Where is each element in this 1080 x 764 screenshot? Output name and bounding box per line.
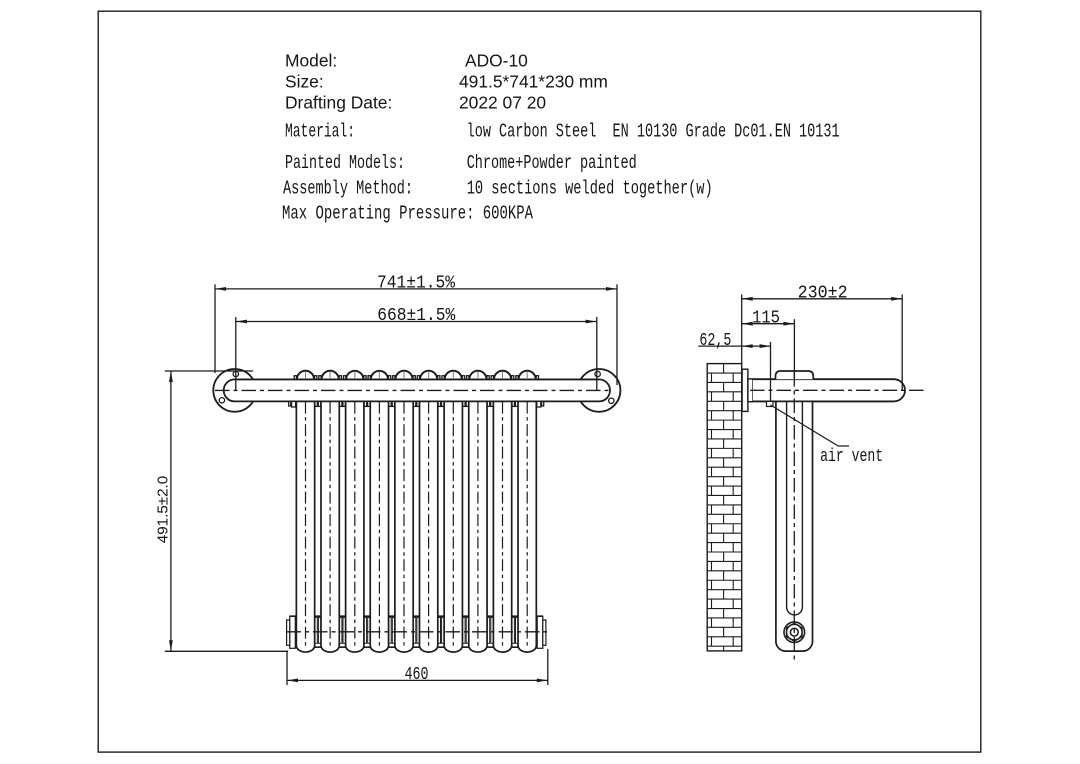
svg-text:Size:: Size: [285,72,324,92]
svg-text:668±1.5%: 668±1.5% [377,306,455,326]
svg-text:230±2: 230±2 [798,284,848,304]
svg-text:Assembly Method:: Assembly Method: [283,178,413,200]
svg-text:low Carbon Steel EN 10130 Gra: low Carbon Steel EN 10130 Grade Dc01.EN … [467,121,840,143]
svg-text:air vent: air vent [820,447,883,467]
svg-text:741±1.5%: 741±1.5% [377,274,455,294]
svg-text:Max Operating Pressure: 600KPA: Max Operating Pressure: 600KPA [282,203,533,225]
svg-text:Painted Models:: Painted Models: [285,152,405,174]
svg-text:Chrome+Powder painted: Chrome+Powder painted [467,152,637,174]
svg-text:ADO-10: ADO-10 [465,51,528,71]
svg-text:2022 07 20: 2022 07 20 [459,93,546,113]
svg-text:10 sections welded together(w): 10 sections welded together(w) [467,178,713,200]
svg-text:460: 460 [405,665,429,685]
svg-text:491.5±2.0: 491.5±2.0 [155,476,172,543]
svg-text:491.5*741*230 mm: 491.5*741*230 mm [459,72,608,92]
svg-text:Material:: Material: [285,121,355,143]
svg-text:115: 115 [752,309,780,329]
svg-text:Model:: Model: [285,51,337,71]
svg-text:Drafting Date:: Drafting Date: [285,93,392,113]
svg-text:62,5: 62,5 [699,331,731,351]
